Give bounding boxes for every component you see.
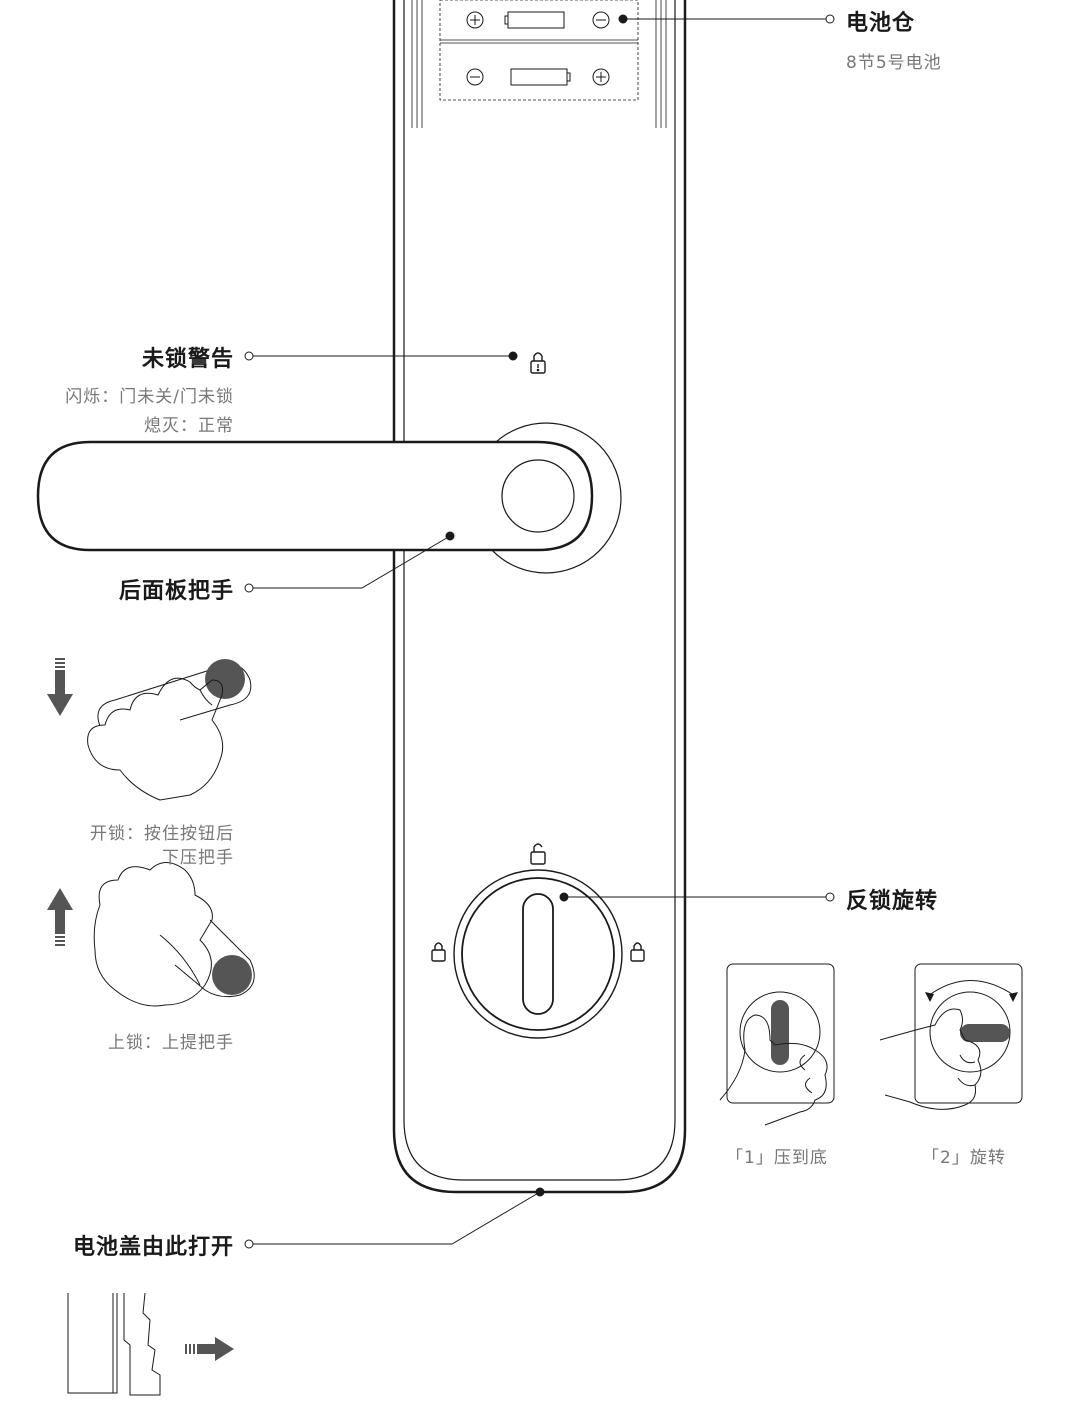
hand-press-icon: [87, 659, 252, 801]
arrow-down-icon: [47, 658, 73, 716]
lock-warning-icon: [530, 352, 546, 374]
arrow-right-icon: [185, 1337, 234, 1361]
deadbolt-knob: [453, 869, 623, 1039]
lock-right-icon: [630, 942, 645, 962]
step1-label: 「1」压到底: [726, 1148, 828, 1168]
callout-handle: [244, 531, 455, 593]
callout-warning: [244, 351, 518, 361]
hand-lift-icon: [93, 862, 255, 1007]
battery-cover-label: 电池盖由此打开: [72, 1235, 234, 1260]
callout-battery: [618, 14, 835, 24]
battery-compartment: [411, 0, 667, 128]
step1-illustration: [719, 963, 835, 1126]
cover-side-view: [67, 1292, 161, 1396]
unlock-instruction-line1: 开锁：按住按钮后: [90, 824, 234, 844]
unlock-icon: [530, 843, 546, 865]
lock-instruction-label: 上锁：上提把手: [108, 1033, 234, 1053]
step2-label: 「2」旋转: [922, 1148, 1006, 1168]
arrow-up-icon: [47, 888, 73, 946]
battery-spec-label: 8节5号电池: [846, 53, 942, 73]
lock-left-icon: [431, 942, 446, 962]
rear-handle-label: 后面板把手: [118, 579, 234, 604]
rear-handle: [36, 422, 622, 574]
step2-illustration: [879, 963, 1023, 1110]
unlock-instruction-line2: 下压把手: [162, 848, 234, 868]
minus-icon: [592, 11, 610, 29]
deadbolt-rotate-label: 反锁旋转: [846, 889, 939, 914]
minus-icon: [466, 68, 484, 86]
plus-icon: [466, 11, 484, 29]
callout-deadbolt: [559, 892, 835, 902]
callout-cover: [244, 1187, 545, 1249]
warning-blink-label: 闪烁：门未关/门未锁: [65, 387, 234, 407]
warning-off-label: 熄灭：正常: [144, 416, 234, 436]
unlock-warning-label: 未锁警告: [141, 347, 234, 372]
plus-icon: [592, 68, 610, 86]
battery-compartment-label: 电池仓: [846, 11, 916, 36]
